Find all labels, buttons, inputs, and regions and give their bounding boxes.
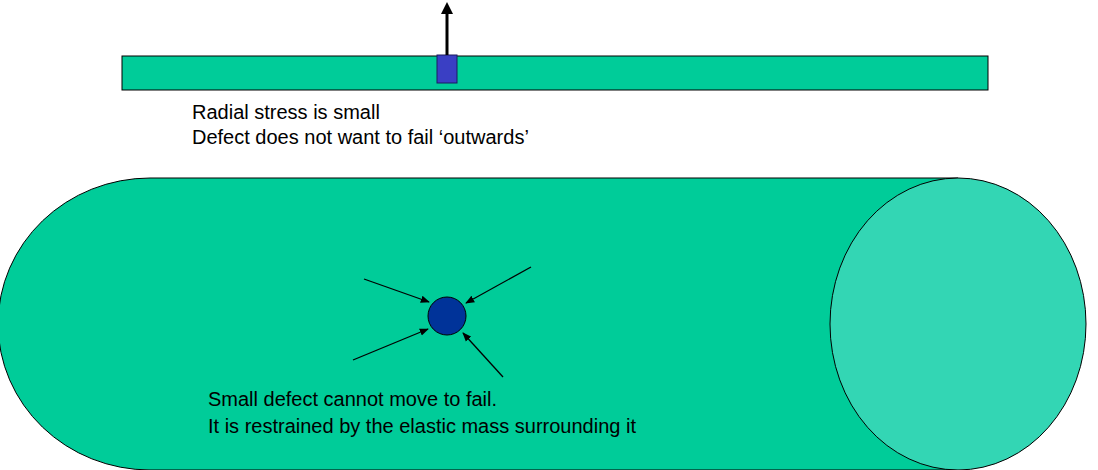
restraint-arrow bbox=[463, 333, 503, 377]
restraint-arrow bbox=[364, 279, 429, 302]
cylinder-body: Small defect cannot move to fail.It is r… bbox=[0, 178, 1098, 470]
thin-bar bbox=[122, 56, 988, 90]
node-text: Small defect cannot move to fail. bbox=[208, 386, 1098, 413]
note-text: Radial stress is small bbox=[192, 100, 380, 125]
stress-arrowhead bbox=[441, 2, 453, 14]
defect-block bbox=[437, 55, 457, 83]
defect-circle bbox=[428, 297, 466, 335]
restraint-arrow bbox=[353, 329, 428, 360]
node-text: It is restrained by the elastic mass sur… bbox=[208, 413, 1098, 440]
cylinder-end bbox=[830, 178, 1086, 470]
restraint-arrow bbox=[466, 267, 531, 303]
stress-arrow bbox=[446, 8, 449, 55]
note-text: Defect does not want to fail ‘outwards’ bbox=[192, 125, 529, 150]
